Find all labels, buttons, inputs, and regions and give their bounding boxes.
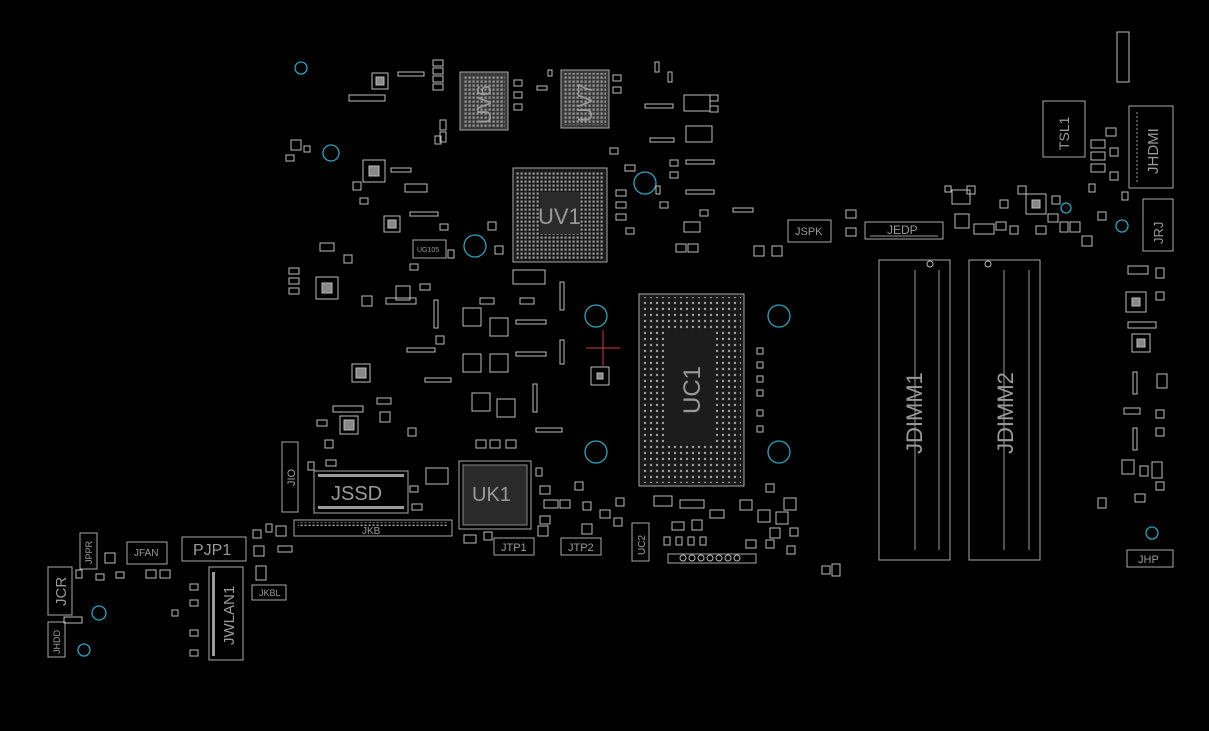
uv6-label: UV6 — [474, 85, 496, 124]
uv6-chip[interactable]: UV6 — [459, 71, 509, 131]
jkb-label: JKB — [362, 526, 381, 537]
mounting-hole — [77, 643, 91, 657]
mounting-holes — [77, 61, 1159, 657]
uv7-chip[interactable]: UV7 — [560, 69, 610, 129]
uc1-label: UC1 — [679, 366, 706, 414]
jio-label: JIO — [286, 468, 298, 486]
jcr-label: JCR — [53, 577, 70, 606]
mounting-hole — [463, 234, 487, 258]
mounting-hole — [584, 304, 608, 328]
jtp2-connector[interactable]: JTP2 — [560, 537, 602, 556]
jkb-connector[interactable]: JKB — [293, 519, 453, 537]
mounting-hole — [322, 144, 340, 162]
bottom-pad-row — [667, 553, 757, 564]
mounting-hole — [1060, 202, 1072, 214]
mounting-hole — [633, 171, 657, 195]
jdimm2-slot[interactable]: JDIMM2 — [968, 259, 1041, 561]
jspk-connector[interactable]: JSPK — [787, 219, 832, 243]
tsl1-component[interactable]: TSL1 — [1042, 100, 1086, 158]
jedp-connector[interactable]: JEDP — [864, 221, 944, 240]
uc2-label: UC2 — [637, 535, 648, 555]
mounting-hole — [91, 605, 107, 621]
jhdd-connector[interactable]: JHDD — [47, 621, 66, 658]
mounting-hole — [1115, 219, 1129, 233]
uv7-label: UV7 — [575, 83, 597, 122]
mounting-hole — [294, 61, 308, 75]
jhp-connector[interactable]: JHP — [1126, 549, 1174, 568]
uc2-chip[interactable]: UC2 — [631, 522, 650, 562]
jtp2-label: JTP2 — [568, 542, 594, 554]
mounting-hole — [1145, 526, 1159, 540]
jtp1-connector[interactable]: JTP1 — [493, 537, 535, 556]
uv1-label: UV1 — [538, 204, 581, 229]
jwlan1-label: JWLAN1 — [221, 586, 238, 645]
jhdmi-label: JHDMI — [1145, 128, 1162, 174]
cursor-crosshair — [586, 330, 620, 366]
mounting-hole — [767, 440, 791, 464]
jkbl-connector[interactable]: JKBL — [251, 584, 287, 601]
uk1-chip[interactable]: UK1 — [458, 460, 532, 530]
uv1-chip[interactable]: UV1 — [512, 167, 608, 263]
jdimm1-slot[interactable]: JDIMM1 — [878, 259, 951, 561]
jfan-label: JFAN — [134, 548, 158, 559]
small-components — [63, 31, 1168, 657]
mounting-hole — [767, 304, 791, 328]
jkbl-label: JKBL — [259, 588, 281, 598]
jhp-label: JHP — [1138, 554, 1159, 566]
mounting-hole — [584, 440, 608, 464]
pjp1-connector[interactable]: PJP1 — [181, 536, 247, 562]
tsl1-label: TSL1 — [1056, 116, 1072, 150]
jdimm1-label: JDIMM1 — [902, 372, 927, 454]
uc1-chip[interactable]: UC1 — [638, 293, 745, 487]
jio-connector[interactable]: JIO — [281, 441, 299, 513]
jhdd-label: JHDD — [52, 630, 62, 654]
jrj-connector[interactable]: JRJ — [1142, 198, 1174, 252]
ug105-label: UG105 — [417, 247, 439, 254]
jdimm2-label: JDIMM2 — [993, 372, 1018, 454]
jppr-label: JPPR — [84, 540, 94, 564]
jedp-label: JEDP — [887, 223, 918, 237]
jppr-connector[interactable]: JPPR — [79, 532, 98, 570]
jssd-label: JSSD — [331, 483, 382, 505]
jssd-connector[interactable]: JSSD — [313, 470, 409, 514]
uk1-label: UK1 — [472, 484, 511, 506]
jspk-label: JSPK — [795, 226, 823, 238]
jhdmi-connector[interactable]: JHDMI — [1128, 105, 1174, 189]
pjp1-label: PJP1 — [193, 542, 231, 559]
ug105-chip[interactable]: UG105 — [412, 239, 447, 259]
jwlan1-connector[interactable]: JWLAN1 — [208, 566, 244, 661]
jcr-connector[interactable]: JCR — [47, 566, 73, 616]
jtp1-label: JTP1 — [501, 542, 527, 554]
jrj-label: JRJ — [1151, 222, 1166, 244]
jfan-connector[interactable]: JFAN — [126, 541, 168, 565]
